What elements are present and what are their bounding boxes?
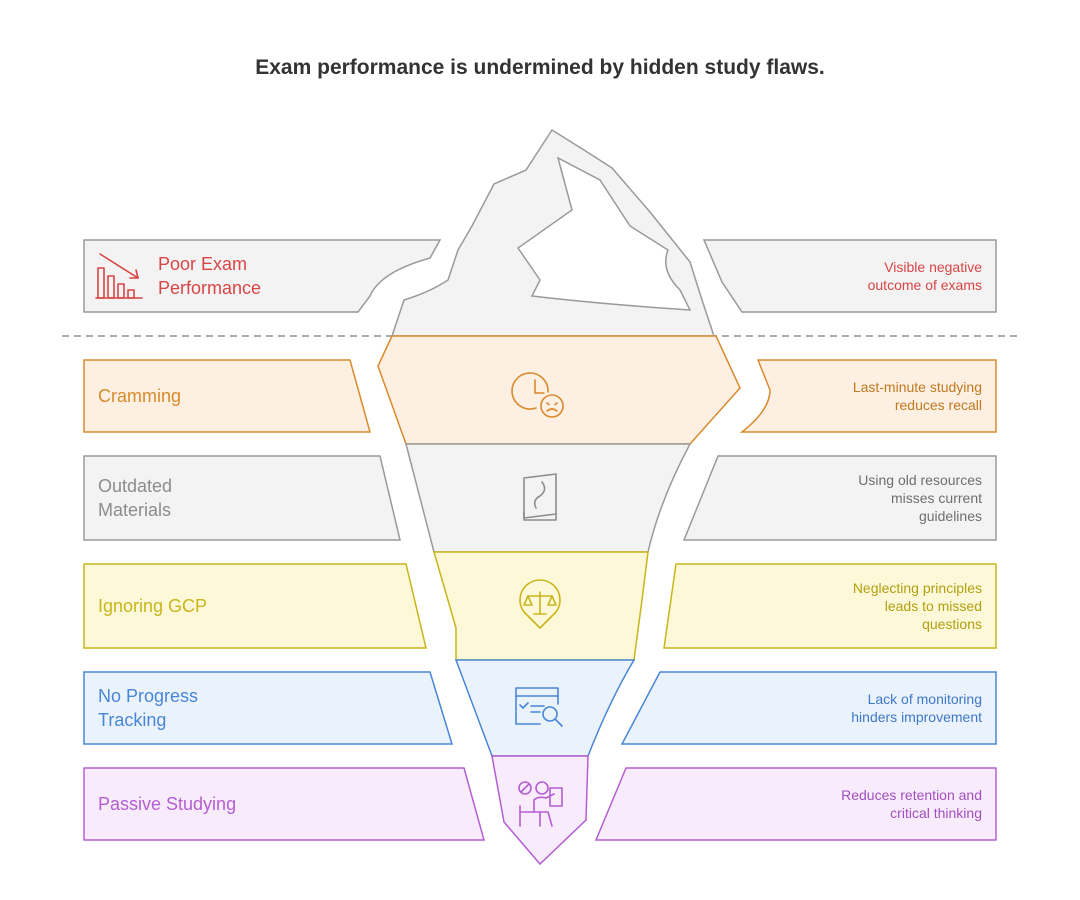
layer-5-right-panel: [594, 767, 997, 841]
tip-label-line-1: Poor Exam: [158, 254, 248, 274]
layer-3-band: [433, 551, 649, 661]
layer-2-label: Outdated Materials: [98, 476, 173, 520]
layer-4-left-panel: [83, 671, 454, 745]
tip-label: Poor Exam Performance: [158, 252, 261, 300]
layer-1-description: Last-minute studying reduces recall: [852, 379, 982, 413]
layer-2-band: [405, 443, 692, 553]
layer-3-description: Neglecting principles leads to missed qu…: [852, 580, 982, 632]
passive-student-icon: [518, 781, 563, 827]
tip-right-panel: [702, 239, 997, 313]
layer-2-right-panel: [682, 455, 997, 541]
layer-4-description: Lack of monitoring hinders improvement: [851, 691, 982, 725]
layer-4-right-panel: [620, 671, 997, 745]
old-book-icon: [523, 473, 557, 521]
layer-5-description: Reduces retention and critical thinking: [841, 787, 982, 821]
layer-4-band: [454, 659, 636, 757]
layer-3-left-panel: [83, 563, 427, 649]
layer-2-description: Using old resources misses current guide…: [858, 472, 982, 524]
layer-3-label: Ignoring GCP: [98, 596, 208, 616]
layer-1-left-panel: [83, 359, 371, 433]
layer-2-left-panel: [83, 455, 401, 541]
clock-stress-icon: [511, 372, 564, 418]
tip-label-line-2: Performance: [158, 278, 262, 298]
layer-4-label: No Progress Tracking: [98, 686, 199, 730]
layer-5-label: Passive Studying: [98, 794, 237, 814]
diagram-title: Exam performance is undermined by hidden…: [255, 56, 825, 79]
tip-description: Visible negative outcome of exams: [867, 259, 982, 293]
layer-1-band: [377, 335, 741, 445]
layer-1-label: Cramming: [98, 386, 182, 406]
tip-left-panel: [83, 239, 442, 313]
declining-chart-icon: [95, 253, 143, 299]
checklist-search-icon: [515, 687, 563, 727]
layer-1-right-panel: [739, 359, 997, 433]
iceberg-tip-highlight: [516, 156, 692, 311]
scales-icon: [519, 579, 561, 629]
layer-3-right-panel: [663, 563, 997, 649]
layer-5-left-panel: [83, 767, 485, 841]
layer-5-band: [491, 755, 589, 866]
